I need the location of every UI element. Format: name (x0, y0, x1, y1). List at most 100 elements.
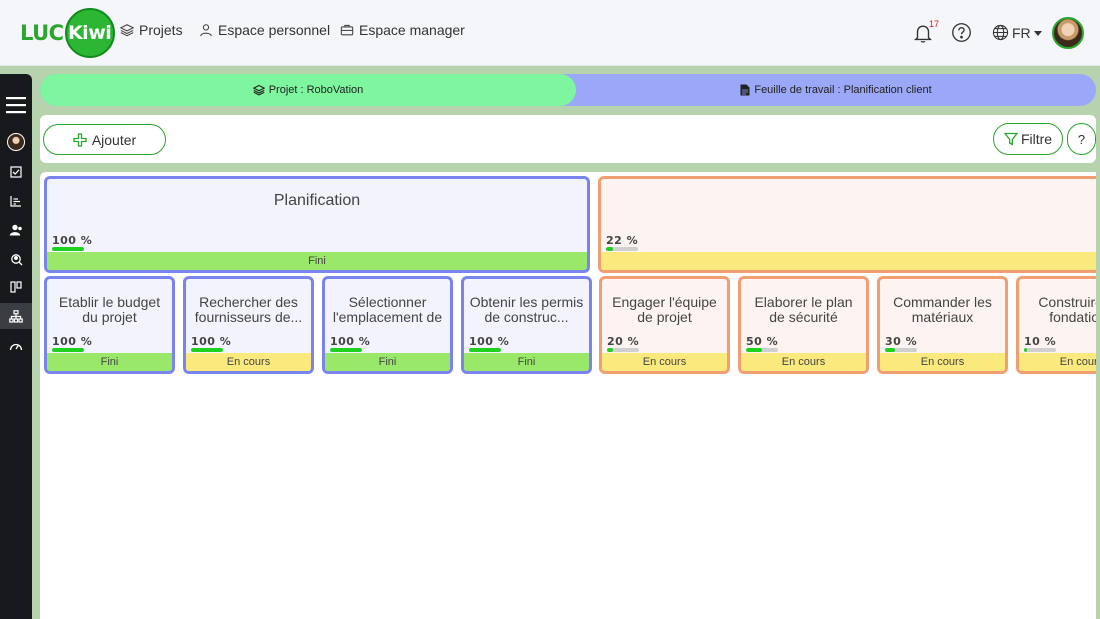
child-task-card[interactable]: Obtenir les permis de construc... 100 % Fi… (461, 276, 592, 374)
task-percent: 100 % (52, 335, 93, 348)
progress-bar-fill (52, 247, 84, 251)
sidebar-item-profile[interactable] (0, 129, 32, 155)
sidebar-item-charts[interactable] (0, 188, 32, 214)
task-percent: 100 % (52, 234, 93, 247)
sidebar-item-hierarchy[interactable] (0, 303, 32, 329)
nav-espace-manager[interactable]: Espace manager (340, 22, 465, 38)
progress-bar (1024, 348, 1056, 352)
child-task-card[interactable]: Etablir le budget du projet 100 % Fini (44, 276, 175, 374)
toolbar: Ajouter Filtre ? (40, 115, 1096, 163)
caret-down-icon (1033, 30, 1042, 36)
help-button[interactable]: ? (1067, 123, 1096, 155)
user-avatar[interactable] (1052, 17, 1084, 49)
user-icon (200, 24, 212, 37)
sidebar-item-dashboard[interactable] (0, 333, 32, 359)
task-percent: 10 % (1024, 335, 1057, 348)
child-task-card[interactable]: Commander les matériaux nécess...30 %En … (877, 276, 1008, 374)
sidebar-item-tasks[interactable] (0, 159, 32, 185)
globe-icon (992, 24, 1009, 41)
nav-projets[interactable]: Projets (120, 22, 183, 38)
task-title: Planification (273, 193, 361, 208)
task-status: Fini (47, 252, 587, 270)
task-percent: 100 % (191, 335, 232, 348)
child-task-card[interactable]: Construire les fondations10 %En cours (1016, 276, 1096, 374)
nav-espace-manager-label: Espace manager (359, 22, 465, 38)
sidebar-item-search-user[interactable] (0, 246, 32, 272)
progress-bar (330, 348, 362, 352)
task-status: En cours (1019, 353, 1096, 371)
progress-bar-fill (607, 348, 614, 352)
progress-bar (191, 348, 223, 352)
sidebar-avatar (7, 133, 25, 151)
breadcrumb-tabs: Projet : RoboVation Feuille de travail :… (40, 74, 1096, 106)
language-label: FR (1012, 24, 1031, 41)
parent-task-card[interactable]: 22 % (598, 176, 1096, 273)
logo-text-luc: LUC (20, 21, 64, 45)
filter-icon (1003, 132, 1018, 146)
hamburger-icon (6, 97, 26, 114)
logo-text-kiwi: Kiwi (67, 22, 112, 44)
task-percent: 100 % (469, 335, 510, 348)
task-status: En cours (602, 353, 727, 371)
child-task-card[interactable]: Engager l'équipe de projet 20 % En cours (599, 276, 730, 374)
progress-bar-fill (469, 348, 501, 352)
progress-bar (606, 247, 638, 251)
task-title: Rechercher des fournisseurs de... (194, 295, 303, 325)
language-selector[interactable]: FR (992, 24, 1042, 41)
sidebar-menu-toggle[interactable] (0, 92, 32, 118)
tab-project[interactable]: Projet : RoboVation (40, 74, 576, 106)
notification-count-badge: 17 (929, 19, 940, 29)
task-status: Fini (47, 353, 172, 371)
task-board: Planification 100 % Fini 22 % Etablir le bu… (40, 172, 1096, 619)
hierarchy-icon (9, 309, 23, 323)
briefcase-icon (340, 24, 354, 36)
main-content: Projet : RoboVation Feuille de travail :… (40, 74, 1096, 619)
progress-bar-fill (885, 348, 895, 352)
app-logo[interactable]: LUC Kiwi (20, 8, 115, 58)
checkbox-icon (10, 166, 22, 178)
users-icon (9, 224, 22, 236)
progress-bar (607, 348, 639, 352)
task-title: Etablir le budget du projet (58, 295, 161, 325)
tab-worksheet-label: Feuille de travail : Planification clien… (754, 84, 932, 96)
filter-button-label: Filtre (1020, 131, 1053, 147)
plus-icon (73, 132, 87, 147)
progress-bar (746, 348, 778, 352)
task-percent: 20 % (607, 335, 640, 348)
help-circle-icon[interactable] (951, 22, 972, 43)
task-percent: 22 % (606, 234, 639, 247)
progress-bar (885, 348, 917, 352)
add-button[interactable]: Ajouter (43, 124, 166, 155)
sidebar-item-users[interactable] (0, 217, 32, 243)
task-percent: 100 % (330, 335, 371, 348)
child-task-card[interactable]: Elaborer le plan de sécurité 50 % En cours (738, 276, 869, 374)
gauge-icon (9, 343, 23, 351)
child-task-card[interactable]: Rechercher des fournisseurs de...100 %En… (183, 276, 314, 374)
kanban-icon (10, 281, 22, 293)
progress-bar (52, 247, 84, 251)
progress-bar-fill (1024, 348, 1028, 352)
kiwi-logo-icon: Kiwi (64, 8, 115, 58)
layers-icon (120, 24, 134, 37)
task-title: Obtenir les permis de construc... (469, 295, 584, 325)
sidebar (0, 74, 32, 619)
bell-icon[interactable] (912, 22, 934, 44)
task-status: En cours (741, 353, 866, 371)
tab-worksheet[interactable]: Feuille de travail : Planification clien… (576, 74, 1096, 106)
user-search-icon (10, 253, 22, 265)
parent-task-card[interactable]: Planification 100 % Fini (44, 176, 590, 273)
nav-espace-personnel[interactable]: Espace personnel (199, 22, 330, 38)
nav-espace-personnel-label: Espace personnel (218, 22, 331, 38)
sidebar-item-kanban[interactable] (0, 274, 32, 300)
nav-projets-label: Projets (139, 22, 183, 38)
progress-bar (52, 348, 84, 352)
task-percent: 50 % (746, 335, 779, 348)
task-status: Fini (464, 353, 589, 371)
task-status: Fini (325, 353, 450, 371)
task-title: Commander les matériaux nécess... (893, 295, 992, 327)
task-title: Elaborer le plan de sécurité (754, 295, 853, 325)
task-title: Engager l'équipe de projet (612, 295, 717, 325)
top-navbar: LUC Kiwi Projets Espace personnel Espace… (0, 0, 1100, 66)
filter-button[interactable]: Filtre (993, 123, 1063, 155)
